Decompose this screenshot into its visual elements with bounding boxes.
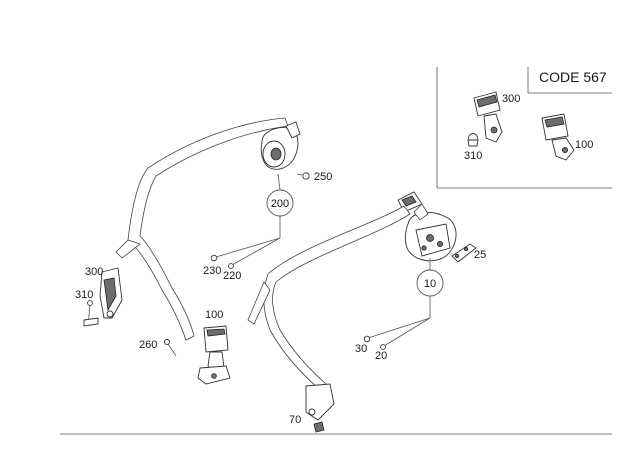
washer-30 <box>363 335 371 343</box>
callout-10: 10 <box>367 258 444 347</box>
height-adjuster-300 <box>99 267 123 319</box>
label-200: 200 <box>271 198 289 210</box>
bolt-310-main <box>83 300 99 327</box>
bolt-260 <box>163 338 177 357</box>
label-300-inset: 300 <box>502 93 520 105</box>
label-310-inset: 310 <box>464 150 482 162</box>
label-300-main: 300 <box>85 266 103 278</box>
label-230: 230 <box>203 265 221 277</box>
label-100-main: 100 <box>205 309 223 321</box>
right-seat-belt <box>247 191 457 389</box>
label-20: 20 <box>375 350 387 362</box>
washer-220 <box>228 263 234 269</box>
label-220: 220 <box>223 270 241 282</box>
inset-code-label: CODE 567 <box>539 69 607 85</box>
inset-frame: CODE 567 <box>436 67 612 189</box>
label-25: 25 <box>474 249 486 261</box>
inset-bolt-310 <box>467 133 479 147</box>
inset-buckle-100 <box>541 113 575 161</box>
label-260: 260 <box>139 339 157 351</box>
end-fitting-70 <box>305 383 335 433</box>
label-310-main: 310 <box>75 289 93 301</box>
washer-230 <box>210 254 218 262</box>
label-100-inset: 100 <box>575 139 593 151</box>
bracket-25 <box>451 243 477 263</box>
callout-200: 200 <box>215 173 294 266</box>
left-seat-belt <box>115 117 301 341</box>
inset-adjuster-300 <box>473 91 503 143</box>
label-30: 30 <box>355 343 367 355</box>
label-250: 250 <box>314 171 332 183</box>
label-10: 10 <box>424 278 436 290</box>
buckle-100-left <box>197 325 231 385</box>
bolt-250 <box>296 172 310 180</box>
label-70: 70 <box>289 414 301 426</box>
washer-20 <box>380 344 386 350</box>
